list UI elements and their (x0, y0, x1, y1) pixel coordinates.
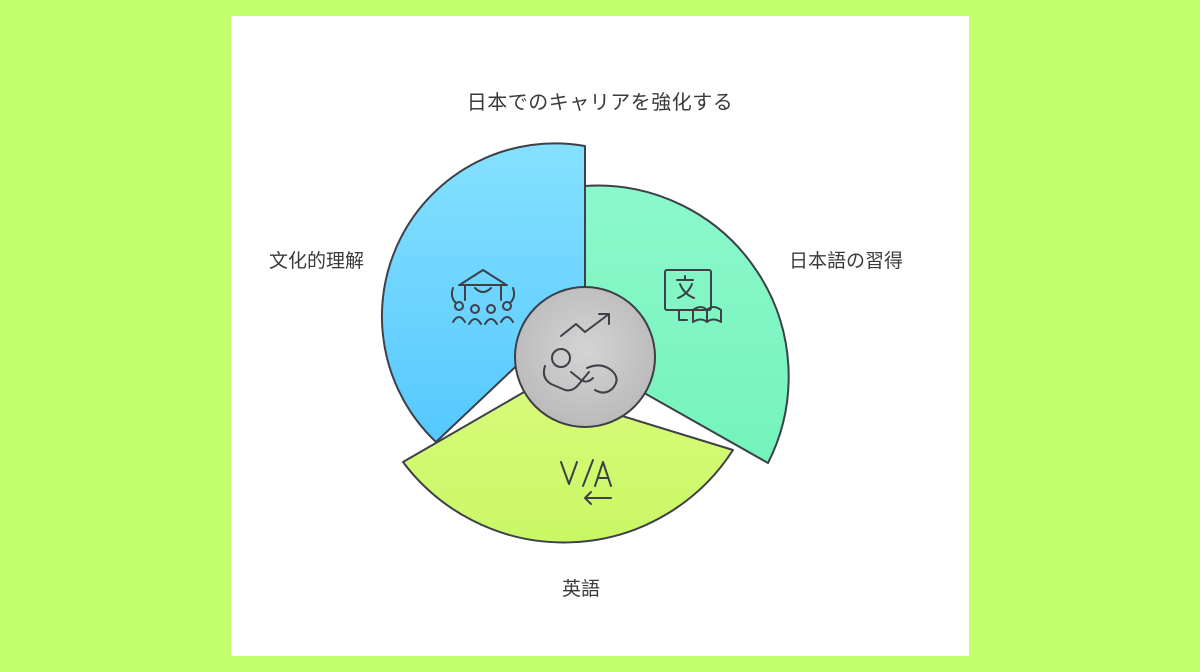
diagram-svg (380, 142, 790, 544)
diagram-title: 日本でのキャリアを強化する (466, 90, 734, 114)
growth-effort-icon (542, 313, 618, 394)
segment-japanese (584, 184, 790, 464)
segment-label-japanese: 日本語の習得 (789, 250, 904, 272)
translate-book-icon (664, 269, 722, 323)
diagram-card: 日本でのキャリアを強化する 文化的理解 日本語の習得 英語 (231, 16, 969, 656)
segment-label-culture: 文化的理解 (269, 250, 365, 272)
segment-english (402, 387, 734, 544)
translation-arrow-icon (560, 459, 612, 505)
center-circle (514, 286, 656, 428)
community-temple-icon (450, 269, 516, 325)
segment-label-english: 英語 (562, 578, 601, 600)
